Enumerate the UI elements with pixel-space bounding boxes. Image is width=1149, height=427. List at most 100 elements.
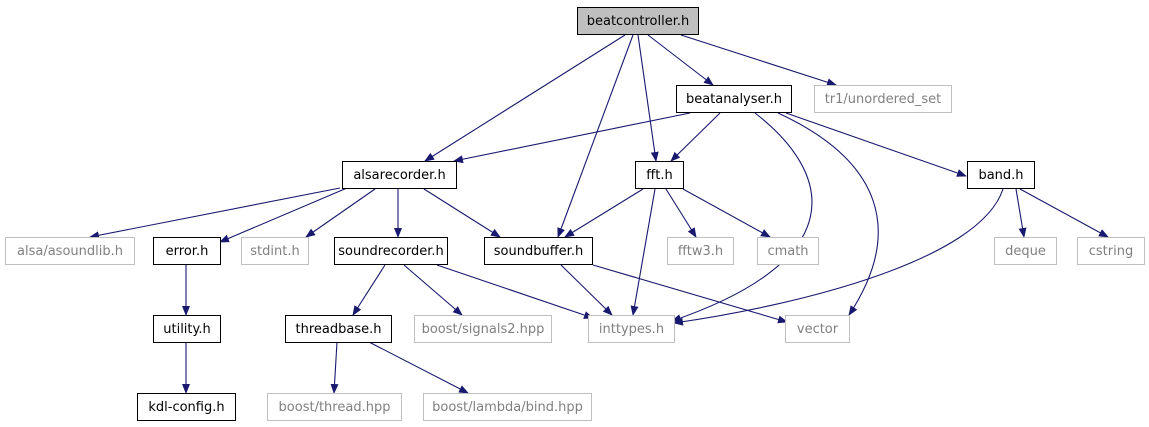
node-cmath: cmath — [757, 237, 819, 265]
node-beatanalyser[interactable]: beatanalyser.h — [676, 85, 792, 113]
node-boost-thread: boost/thread.hpp — [267, 393, 402, 421]
edge-band-to-deque — [1015, 188, 1027, 238]
edge-beatanalyser-to-fft — [670, 112, 721, 162]
node-soundbuffer[interactable]: soundbuffer.h — [484, 237, 593, 265]
node-tr1-unordered-set: tr1/unordered_set — [814, 85, 952, 113]
node-fft[interactable]: fft.h — [635, 161, 684, 189]
node-label: soundbuffer.h — [494, 244, 583, 259]
node-label: alsa/asoundlib.h — [17, 244, 123, 259]
edge-beatcontroller-to-alsarecorder — [424, 34, 626, 162]
node-vector: vector — [785, 315, 850, 343]
node-box — [994, 237, 1057, 265]
node-fftw3: fftw3.h — [667, 237, 734, 265]
node-box — [5, 237, 135, 265]
edge-beatanalyser-to-band — [785, 112, 967, 177]
node-label: boost/lambda/bind.hpp — [432, 400, 583, 415]
node-box — [414, 315, 552, 343]
node-alsa-asoundlib: alsa/asoundlib.h — [5, 237, 135, 265]
node-band[interactable]: band.h — [967, 161, 1035, 189]
node-label: kdl-config.h — [148, 400, 224, 415]
node-box — [1077, 237, 1145, 265]
node-box — [342, 161, 457, 189]
node-label: stdint.h — [250, 244, 299, 259]
node-box — [423, 393, 592, 421]
node-box — [153, 237, 221, 265]
node-label: band.h — [978, 168, 1023, 183]
node-label: boost/thread.hpp — [279, 400, 391, 415]
node-label: fft.h — [646, 168, 672, 183]
edge-fft-to-cmath — [682, 188, 771, 238]
nodes-layer: beatcontroller.h beatanalyser.h tr1/unorde… — [5, 7, 1145, 421]
edge-soundrecorder-to-boost_signals2 — [403, 264, 463, 316]
node-label: vector — [797, 322, 839, 337]
node-deque: deque — [994, 237, 1057, 265]
node-label: soundrecorder.h — [338, 244, 444, 259]
edge-soundbuffer-to-vector — [592, 264, 788, 324]
node-label: cstring — [1089, 244, 1133, 259]
edge-threadbase-to-boost_lambda_bind — [368, 341, 469, 394]
node-inttypes: inttypes.h — [588, 315, 675, 343]
node-boost-lambda-bind: boost/lambda/bind.hpp — [423, 393, 592, 421]
node-box — [967, 161, 1035, 189]
node-label: inttypes.h — [599, 322, 664, 337]
edge-soundrecorder-to-threadbase — [352, 264, 386, 316]
node-box — [285, 315, 392, 343]
edge-beatanalyser-to-inttypes — [671, 112, 813, 322]
node-label: alsarecorder.h — [353, 168, 445, 183]
node-label: fftw3.h — [678, 244, 723, 259]
edge-soundbuffer-to-inttypes — [560, 264, 613, 316]
node-label: beatcontroller.h — [587, 14, 690, 29]
edge-beatcontroller-to-soundbuffer — [557, 34, 634, 238]
node-cstring: cstring — [1077, 237, 1145, 265]
node-error[interactable]: error.h — [153, 237, 221, 265]
edge-fft-to-inttypes — [630, 188, 656, 316]
edge-band-to-inttypes — [673, 188, 1004, 326]
edge-beatcontroller-to-tr1_unordered_set — [680, 34, 837, 87]
node-stdint: stdint.h — [241, 237, 309, 265]
edge-beatanalyser-to-vector — [777, 112, 879, 316]
edge-fft-to-fftw3 — [665, 188, 697, 238]
edge-soundrecorder-to-inttypes — [436, 264, 594, 319]
edge-threadbase-to-boost_thread — [330, 341, 339, 394]
node-label: utility.h — [163, 322, 210, 337]
node-threadbase[interactable]: threadbase.h — [285, 315, 392, 343]
node-box — [577, 7, 699, 35]
node-label: error.h — [166, 244, 209, 259]
edge-beatcontroller-to-beatanalyser — [647, 34, 714, 86]
edge-alsarecorder-to-stdint — [305, 188, 376, 238]
node-box — [814, 85, 952, 113]
node-box — [334, 237, 448, 265]
node-kdl-config[interactable]: kdl-config.h — [137, 393, 236, 421]
node-label: boost/signals2.hpp — [422, 322, 545, 337]
node-label: deque — [1005, 244, 1046, 259]
node-box — [153, 315, 221, 343]
node-utility[interactable]: utility.h — [153, 315, 221, 343]
node-label: beatanalyser.h — [686, 92, 782, 107]
node-box — [676, 85, 792, 113]
edge-alsarecorder-to-alsa_asoundlib — [89, 187, 341, 240]
node-label: tr1/unordered_set — [825, 92, 942, 107]
node-box — [635, 161, 684, 189]
edge-fft-to-soundbuffer — [564, 188, 644, 238]
node-beatcontroller[interactable]: beatcontroller.h — [577, 7, 699, 35]
node-box — [667, 237, 734, 265]
edge-beatcontroller-to-fft — [637, 34, 659, 162]
edge-band-to-cstring — [1019, 188, 1109, 238]
node-soundrecorder[interactable]: soundrecorder.h — [334, 237, 448, 265]
node-box — [588, 315, 675, 343]
node-label: cmath — [767, 244, 808, 259]
node-alsarecorder[interactable]: alsarecorder.h — [342, 161, 457, 189]
edge-alsarecorder-to-error — [219, 187, 348, 243]
node-box — [484, 237, 593, 265]
node-box — [785, 315, 850, 343]
node-box — [137, 393, 236, 421]
edge-alsarecorder-to-soundbuffer — [423, 188, 501, 238]
edge-beatanalyser-to-alsarecorder — [453, 112, 691, 164]
node-box — [757, 237, 819, 265]
node-boost-signals2: boost/signals2.hpp — [414, 315, 552, 343]
node-label: threadbase.h — [296, 322, 382, 337]
edges-layer — [89, 34, 1109, 394]
node-box — [241, 237, 309, 265]
node-box — [267, 393, 402, 421]
